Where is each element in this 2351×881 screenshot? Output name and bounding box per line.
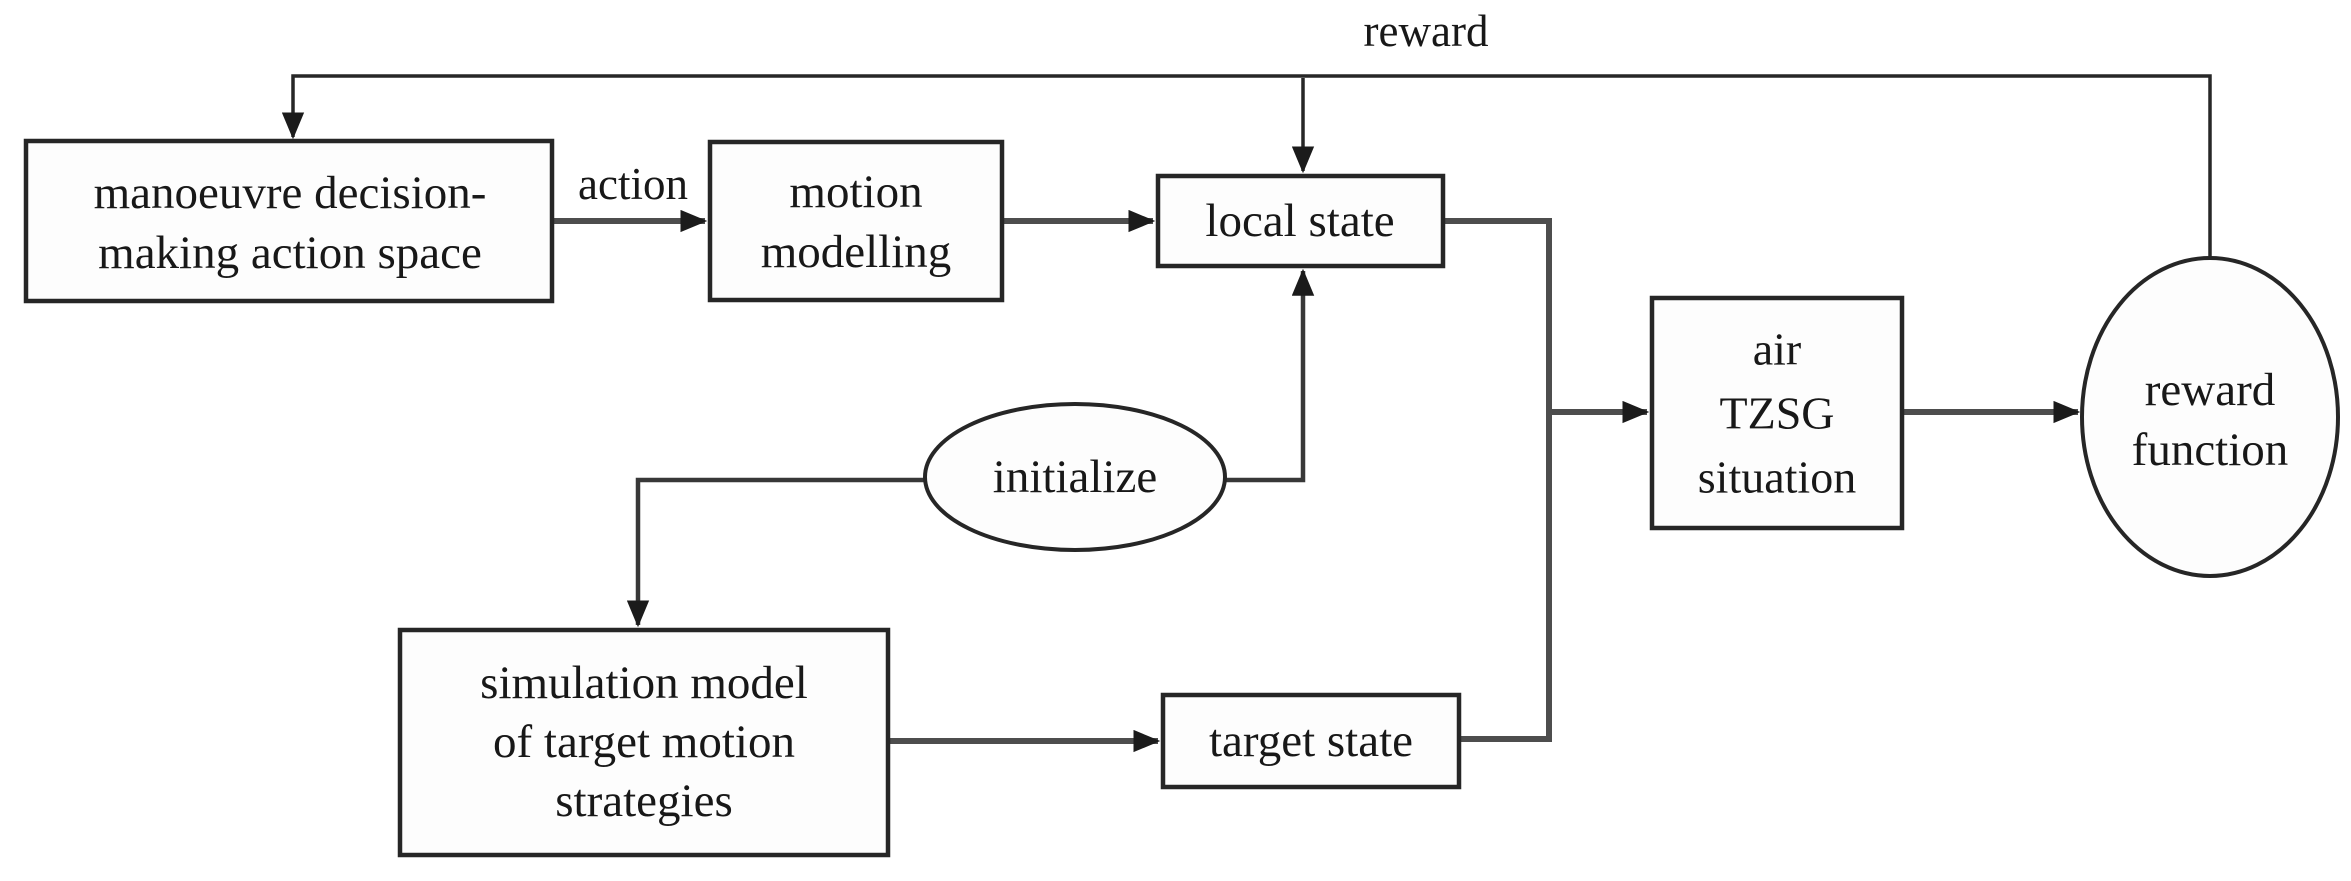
simulation-line-3: strategies: [555, 775, 733, 827]
reward-function-line-1: reward: [2145, 364, 2275, 416]
edge-reward-function-to-manoeuvre: [281, 74, 2212, 259]
manoeuvre-action-space-box: [23, 138, 555, 304]
node-initialize: initialize: [923, 402, 1227, 552]
simulation-model-box: [397, 627, 891, 858]
node-manoeuvre-action-space: manoeuvre decision- making action space: [23, 138, 555, 304]
node-motion-modelling: motion modelling: [707, 139, 1005, 303]
air-tzsg-situation-box: [1649, 295, 1905, 531]
node-simulation-model: simulation model of target motion strate…: [397, 627, 891, 858]
air-tzsg-line-3: situation: [1698, 452, 1856, 503]
target-state-box: [1160, 692, 1462, 790]
edge-local-and-target-state-junction: [1443, 218, 1552, 742]
local-state-label: local state: [1205, 195, 1394, 247]
node-air-tzsg-situation: air TZSG situation: [1649, 295, 1905, 531]
reward-function-line-2: function: [2132, 424, 2289, 476]
reward-function-ellipse: [2080, 256, 2340, 578]
motion-line-2: modelling: [761, 226, 952, 278]
motion-modelling-box: [707, 139, 1005, 303]
air-tzsg-line-2: TZSG: [1720, 388, 1835, 439]
initialize-ellipse: [923, 402, 1227, 552]
node-reward-function: reward function: [2080, 256, 2340, 578]
edge-label-reward: reward: [1364, 6, 1489, 56]
node-target-state: target state: [1160, 692, 1462, 790]
edge-initialize-to-local-state: [1223, 268, 1315, 483]
motion-line-1: motion: [789, 166, 922, 218]
manoeuvre-line-2: making action space: [98, 227, 482, 279]
air-tzsg-line-1: air: [1753, 324, 1802, 375]
simulation-line-2: of target motion: [493, 716, 795, 768]
edge-label-action: action: [578, 159, 688, 209]
local-state-box: [1155, 173, 1446, 269]
edge-initialize-to-simulation: [626, 477, 927, 628]
node-local-state: local state: [1155, 173, 1446, 269]
simulation-line-1: simulation model: [480, 657, 808, 709]
manoeuvre-line-1: manoeuvre decision-: [94, 167, 487, 219]
initialize-label: initialize: [993, 451, 1157, 503]
target-state-label: target state: [1209, 715, 1413, 767]
